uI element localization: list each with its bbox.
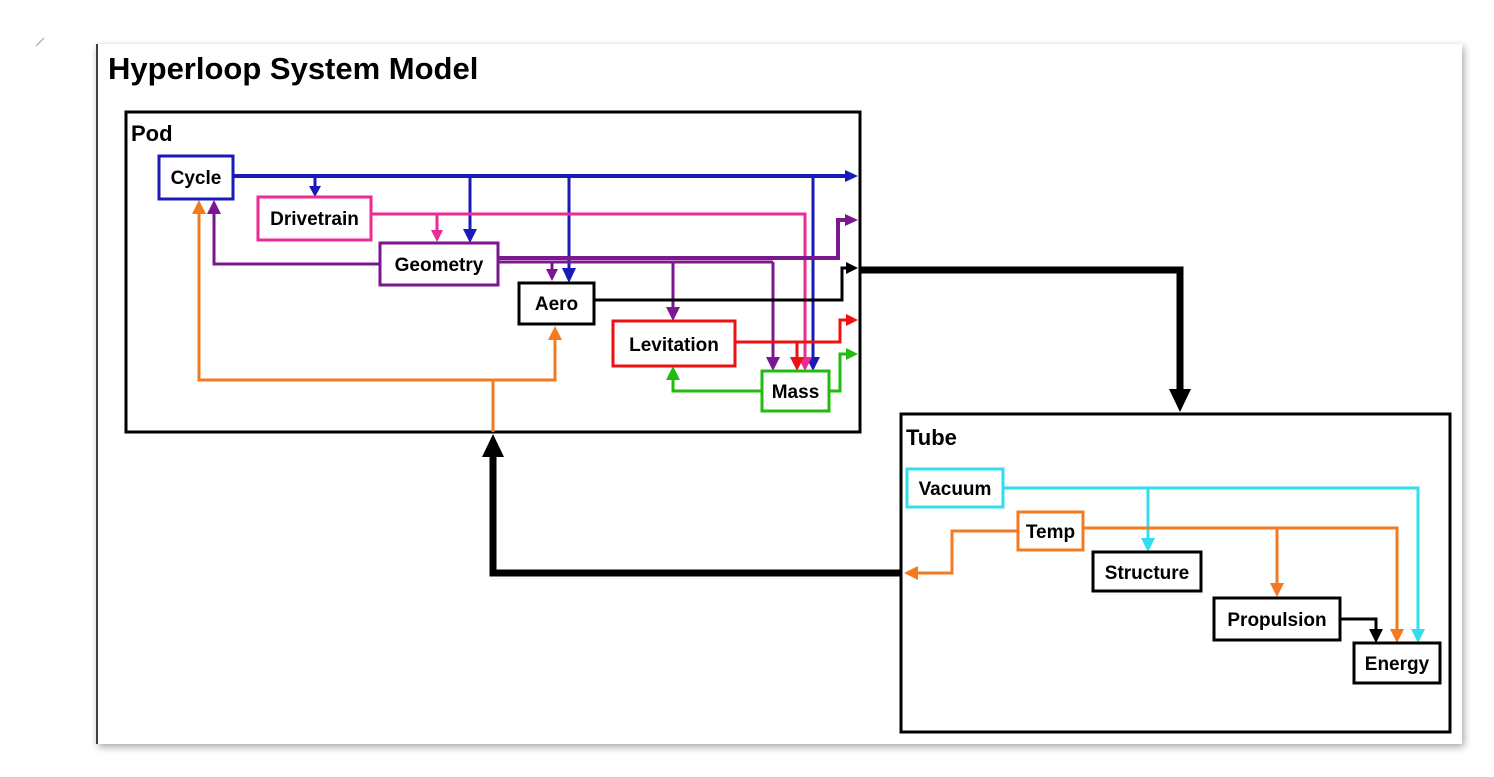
- node-cycle-box: [157, 154, 235, 201]
- node-geometry-box: [378, 241, 500, 287]
- node-vacuum[interactable]: Vacuum: [905, 467, 1005, 509]
- node-cycle[interactable]: Cycle: [157, 154, 235, 201]
- aero-output-arrowhead: [846, 262, 858, 274]
- geometry-to-levitation-arrowhead: [666, 307, 680, 321]
- tube-group-label: Tube: [906, 425, 957, 450]
- pod-input-to-cycle-arrowhead: [192, 200, 206, 214]
- vacuum-output-line: [1003, 486, 1420, 632]
- node-structure[interactable]: Structure: [1091, 550, 1203, 593]
- vacuum-to-energy-arrowhead: [1411, 629, 1425, 643]
- temp-to-pod-line: [916, 529, 1018, 575]
- node-aero-label: Aero: [535, 294, 578, 315]
- node-drivetrain-box: [256, 195, 373, 242]
- node-aero-box: [517, 281, 596, 326]
- cycle-to-aero-arrowhead: [562, 268, 576, 283]
- node-mass-box: [760, 369, 831, 413]
- propulsion-to-energy-arrowhead: [1369, 629, 1383, 643]
- node-drivetrain[interactable]: Drivetrain: [256, 195, 373, 242]
- diagram-title: Hyperloop System Model: [108, 51, 478, 86]
- mass-output-line: [829, 352, 849, 393]
- vacuum-to-structure-arrowhead: [1141, 538, 1155, 552]
- node-energy-box: [1352, 641, 1442, 685]
- connectors: [192, 170, 1425, 643]
- cycle-to-drivetrain-arrowhead: [309, 186, 321, 197]
- node-energy[interactable]: Energy: [1352, 641, 1442, 685]
- geometry-to-cycle-arrowhead: [207, 200, 221, 214]
- pod-input-line: [197, 211, 495, 432]
- node-temp-box: [1016, 510, 1085, 552]
- node-structure-box: [1091, 550, 1203, 593]
- geometry-output-arrowhead: [845, 214, 858, 226]
- node-vacuum-label: Vacuum: [919, 479, 992, 500]
- geometry-output-line: [498, 218, 848, 260]
- node-mass[interactable]: Mass: [760, 369, 831, 413]
- node-propulsion[interactable]: Propulsion: [1212, 596, 1342, 642]
- node-structure-label: Structure: [1105, 563, 1189, 584]
- node-mass-label: Mass: [772, 382, 820, 403]
- tube-to-pod-arrowhead: [482, 434, 504, 457]
- mass-output-arrowhead: [846, 348, 858, 360]
- geometry-to-cycle-line: [212, 211, 382, 266]
- propulsion-to-energy-line: [1340, 617, 1378, 632]
- levitation-output-line: [735, 318, 849, 344]
- pod-input-to-aero-line: [493, 337, 557, 382]
- temp-output-line: [1083, 526, 1399, 632]
- node-levitation[interactable]: Levitation: [611, 319, 737, 368]
- node-temp-label: Temp: [1026, 522, 1075, 543]
- pod-to-tube-arrowhead: [1169, 389, 1191, 412]
- node-levitation-box: [611, 319, 737, 368]
- node-geometry[interactable]: Geometry: [378, 241, 500, 287]
- levitation-to-mass-arrowhead: [790, 357, 804, 371]
- node-cycle-label: Cycle: [171, 168, 222, 189]
- node-energy-label: Energy: [1365, 654, 1430, 675]
- pod-input-to-aero-arrowhead: [548, 326, 562, 340]
- temp-to-propulsion-arrowhead: [1270, 583, 1284, 597]
- node-vacuum-box: [905, 467, 1005, 509]
- node-levitation-label: Levitation: [629, 335, 719, 356]
- pod-group-label: Pod: [131, 121, 173, 146]
- node-aero[interactable]: Aero: [517, 281, 596, 326]
- corner-mark: [35, 37, 45, 47]
- mass-to-levitation-line: [671, 377, 762, 393]
- drivetrain-to-geometry-arrowhead: [431, 230, 443, 242]
- temp-to-energy-arrowhead: [1390, 629, 1404, 643]
- node-drivetrain-label: Drivetrain: [270, 209, 359, 230]
- node-propulsion-label: Propulsion: [1227, 610, 1326, 631]
- pod-to-tube-arrow: [860, 266, 1184, 392]
- node-geometry-label: Geometry: [395, 255, 484, 276]
- cycle-output-arrowhead: [845, 170, 858, 182]
- mass-to-levitation-arrowhead: [666, 366, 680, 380]
- tube-to-pod-arrow: [489, 454, 901, 577]
- geometry-to-mass-arrowhead: [766, 357, 780, 371]
- aero-output-line: [594, 266, 849, 302]
- geometry-to-aero-arrowhead: [546, 269, 558, 281]
- temp-to-pod-arrowhead: [904, 566, 918, 580]
- drivetrain-to-mass-line: [371, 212, 807, 360]
- cycle-to-geometry-arrowhead: [463, 229, 477, 243]
- node-temp[interactable]: Temp: [1016, 510, 1085, 552]
- levitation-output-arrowhead: [846, 314, 858, 326]
- node-propulsion-box: [1212, 596, 1342, 642]
